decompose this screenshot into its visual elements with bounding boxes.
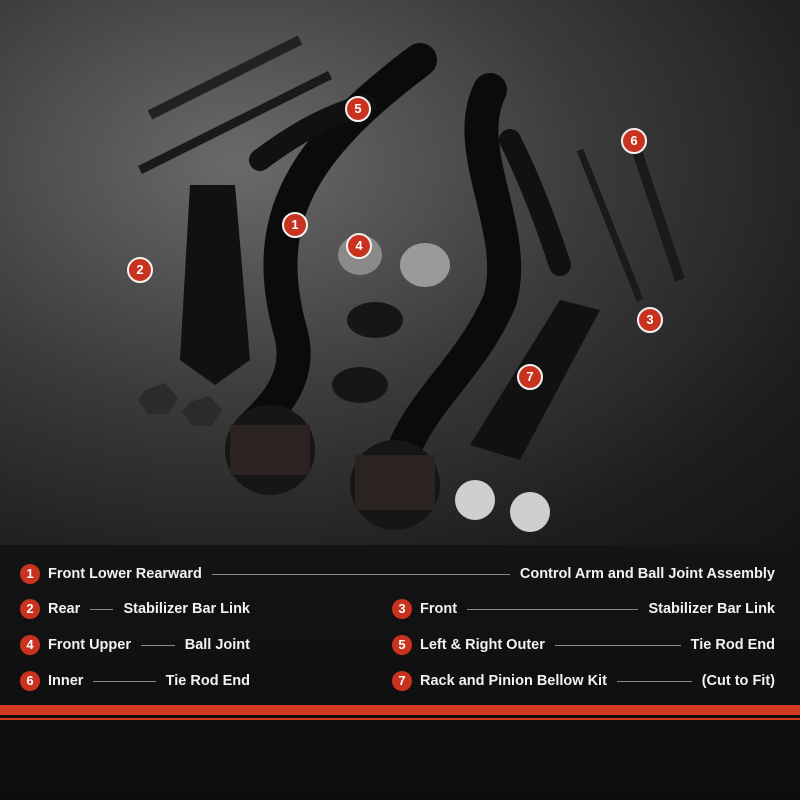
leader-line	[616, 680, 692, 682]
legend-right-label: Stabilizer Bar Link	[648, 601, 775, 617]
legend-number: 1	[20, 564, 40, 584]
legend-row-6: 6 Inner Tie Rod End	[20, 669, 250, 693]
leader-line	[554, 644, 681, 646]
leader-line	[211, 573, 510, 575]
badge-4: 4	[346, 233, 372, 259]
badge-2: 2	[127, 257, 153, 283]
leader-line	[140, 644, 175, 646]
legend-row-4: 4 Front Upper Ball Joint	[20, 633, 250, 657]
parts-legend: 1 Front Lower Rearward Control Arm and B…	[0, 545, 800, 800]
legend-row-3: 3 Front Stabilizer Bar Link	[392, 597, 775, 621]
legend-left-label: Front	[420, 601, 458, 617]
leader-line	[93, 680, 156, 682]
legend-left-label: Front Upper	[48, 637, 131, 653]
badge-5: 5	[345, 96, 371, 122]
accent-stripe	[0, 705, 800, 715]
legend-row-7: 7 Rack and Pinion Bellow Kit (Cut to Fit…	[392, 669, 775, 693]
badge-7: 7	[517, 364, 543, 390]
legend-number: 2	[20, 599, 40, 619]
leader-line	[90, 608, 114, 610]
legend-right-label: Tie Rod End	[690, 637, 775, 653]
legend-row-5: 5 Left & Right Outer Tie Rod End	[392, 633, 775, 657]
product-photo: 1 2 3 4 5 6 7	[0, 0, 800, 545]
badge-3: 3	[637, 307, 663, 333]
legend-left-label: Rack and Pinion Bellow Kit	[420, 673, 607, 689]
legend-number: 7	[392, 671, 412, 691]
legend-left-label: Rear	[48, 601, 81, 617]
legend-right-label: (Cut to Fit)	[701, 673, 775, 689]
legend-right-label: Ball Joint	[184, 637, 250, 653]
legend-right-label: Tie Rod End	[165, 673, 250, 689]
legend-left-label: Inner	[48, 673, 84, 689]
badge-1: 1	[282, 212, 308, 238]
legend-row-2: 2 Rear Stabilizer Bar Link	[20, 597, 250, 621]
accent-stripe-thin	[0, 718, 800, 720]
legend-right-label: Control Arm and Ball Joint Assembly	[519, 566, 775, 582]
legend-left-label: Left & Right Outer	[420, 637, 545, 653]
leader-line	[467, 608, 639, 610]
legend-number: 6	[20, 671, 40, 691]
suspension-parts-illustration	[138, 43, 550, 532]
legend-row-1: 1 Front Lower Rearward Control Arm and B…	[20, 562, 775, 586]
legend-right-label: Stabilizer Bar Link	[123, 601, 250, 617]
legend-left-label: Front Lower Rearward	[48, 566, 202, 582]
legend-number: 4	[20, 635, 40, 655]
badge-6: 6	[621, 128, 647, 154]
legend-number: 5	[392, 635, 412, 655]
legend-number: 3	[392, 599, 412, 619]
